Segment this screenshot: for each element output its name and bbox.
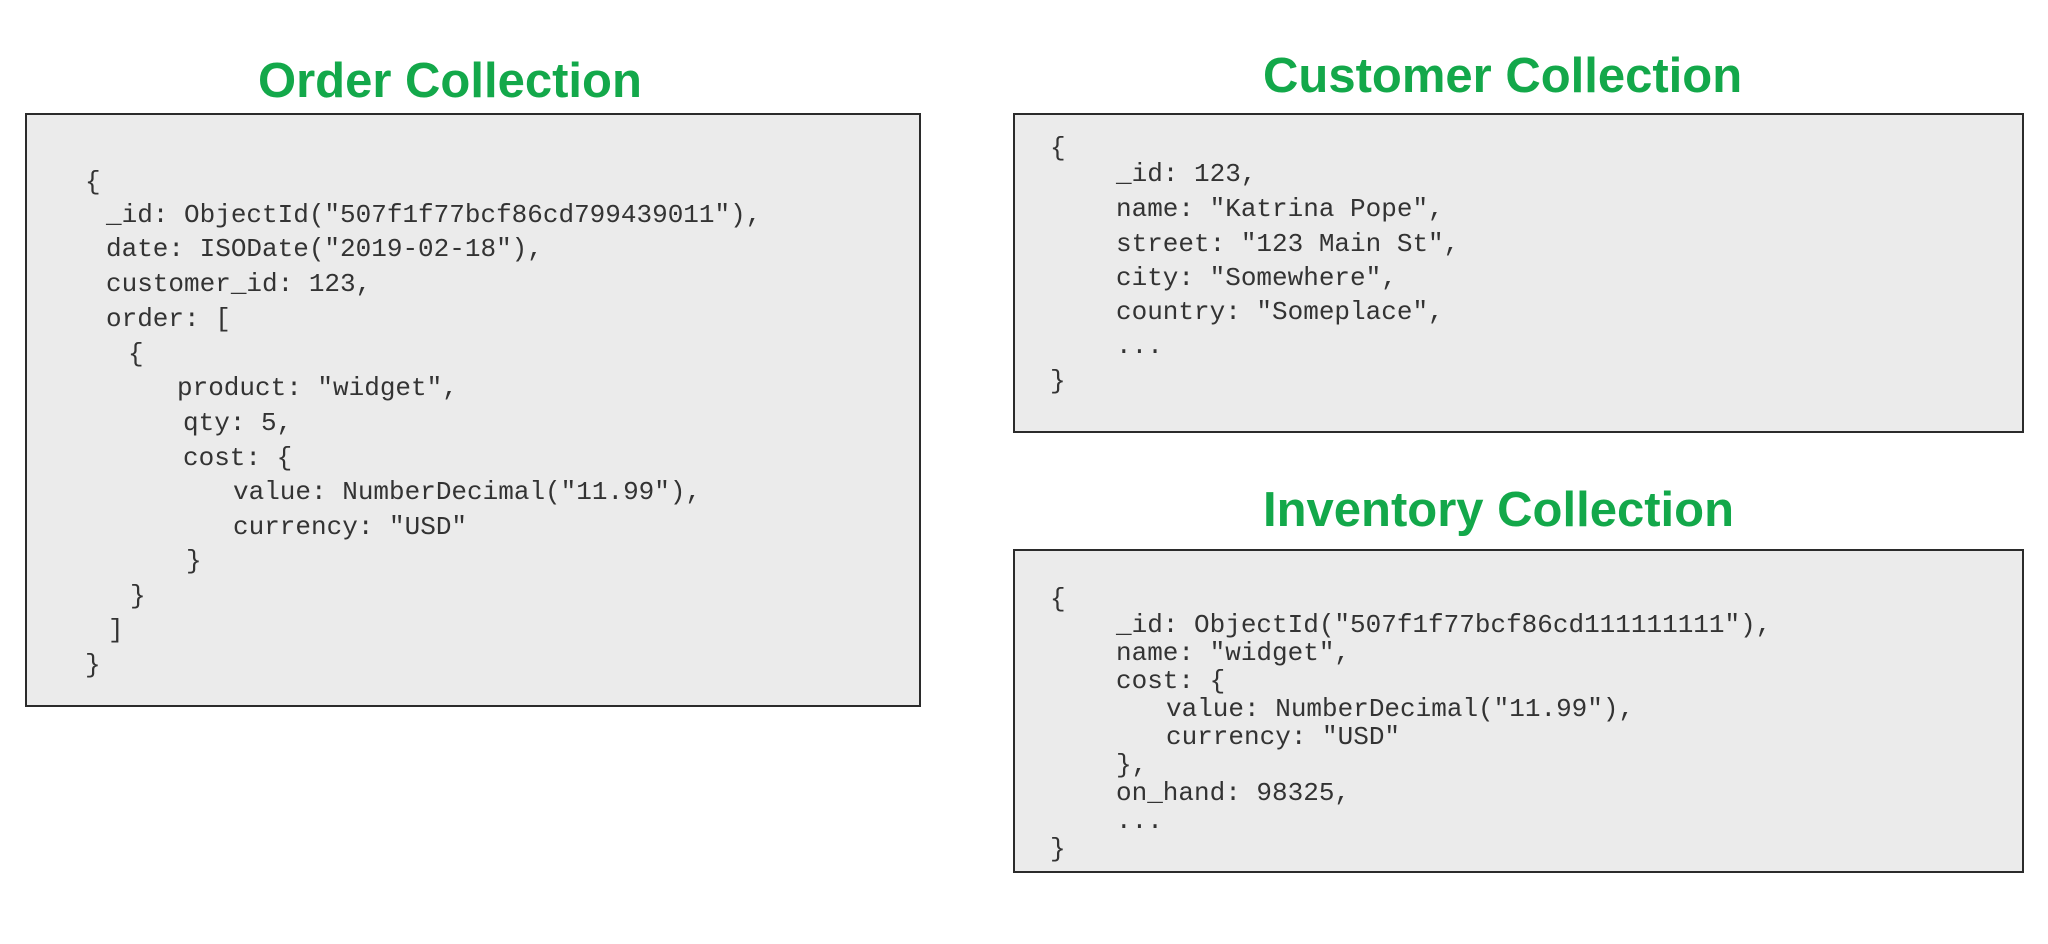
code-line: } bbox=[1050, 366, 1066, 396]
code-line: name: "Katrina Pope", bbox=[1116, 194, 1444, 224]
code-line: } bbox=[130, 581, 146, 611]
code-line: _id: ObjectId("507f1f77bcf86cd111111111"… bbox=[1116, 610, 1772, 640]
code-line: } bbox=[1050, 834, 1066, 864]
code-line: qty: 5, bbox=[183, 408, 293, 438]
customer-collection-title: Customer Collection bbox=[1263, 49, 1743, 103]
code-line: } bbox=[85, 650, 101, 680]
code-line: ] bbox=[108, 615, 124, 645]
code-line: name: "widget", bbox=[1116, 638, 1351, 668]
code-line: product: "widget", bbox=[177, 373, 458, 403]
code-line: { bbox=[128, 339, 144, 369]
code-line: _id: ObjectId("507f1f77bcf86cd799439011"… bbox=[106, 200, 762, 230]
code-line: { bbox=[85, 167, 101, 197]
order-collection-panel bbox=[25, 113, 921, 707]
inventory-collection-title: Inventory Collection bbox=[1263, 483, 1735, 537]
code-line: value: NumberDecimal("11.99"), bbox=[1166, 694, 1635, 724]
code-line: { bbox=[1050, 133, 1066, 163]
code-line: cost: { bbox=[183, 443, 293, 473]
code-line: street: "123 Main St", bbox=[1116, 229, 1460, 259]
customer-collection-panel bbox=[1013, 113, 2024, 433]
code-line: on_hand: 98325, bbox=[1116, 778, 1351, 808]
code-line: ... bbox=[1116, 806, 1163, 836]
code-line: country: "Someplace", bbox=[1116, 297, 1444, 327]
code-line: } bbox=[186, 546, 202, 576]
code-line: value: NumberDecimal("11.99"), bbox=[233, 477, 702, 507]
order-collection-title: Order Collection bbox=[258, 54, 642, 108]
code-line: { bbox=[1050, 584, 1066, 614]
code-line: cost: { bbox=[1116, 666, 1226, 696]
code-line: _id: 123, bbox=[1116, 159, 1257, 189]
code-line: customer_id: 123, bbox=[106, 269, 372, 299]
code-line: order: [ bbox=[106, 304, 231, 334]
code-line: city: "Somewhere", bbox=[1116, 263, 1397, 293]
code-line: currency: "USD" bbox=[1166, 722, 1401, 752]
code-line: currency: "USD" bbox=[233, 512, 468, 542]
code-line: date: ISODate("2019-02-18"), bbox=[106, 234, 543, 264]
inventory-collection-panel bbox=[1013, 549, 2024, 873]
code-line: }, bbox=[1116, 750, 1148, 780]
code-line: ... bbox=[1116, 331, 1163, 361]
